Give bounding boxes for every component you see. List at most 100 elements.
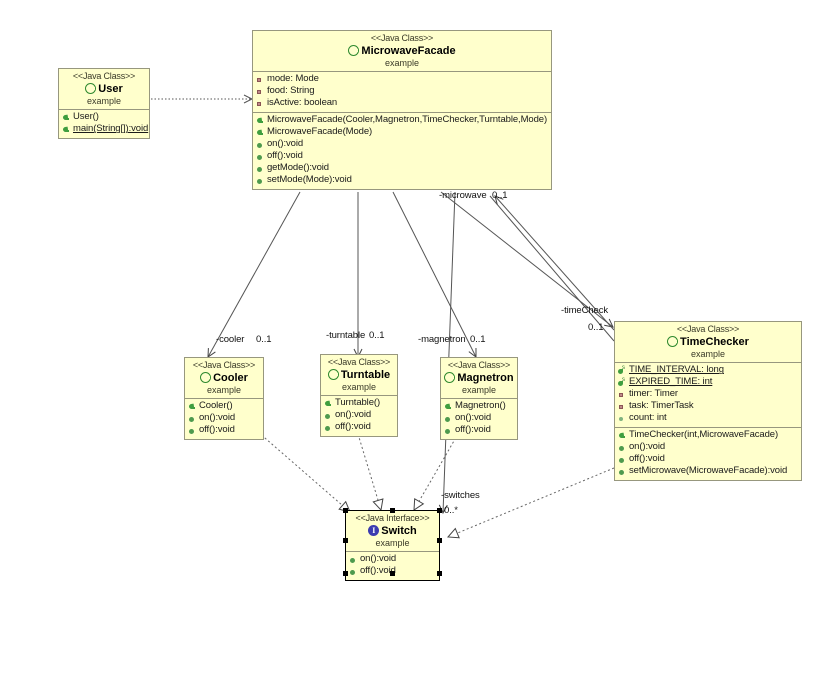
member-label: setMode(Mode):void bbox=[267, 174, 352, 186]
edge-label-timecheck-multiplicity: 0..1 bbox=[588, 322, 604, 333]
private-field-icon bbox=[256, 88, 264, 97]
edge-timechecker-realizes-switch bbox=[446, 467, 615, 539]
selection-handle-s[interactable] bbox=[390, 571, 395, 576]
user-methods: User() main(String[]):void bbox=[59, 110, 149, 138]
constructor-icon bbox=[62, 114, 70, 123]
cooler-methods: Cooler() on():void off():void bbox=[185, 399, 263, 439]
magnetron-package: example bbox=[461, 384, 497, 395]
member-row: setMode(Mode):void bbox=[255, 174, 550, 187]
member-label: off():void bbox=[199, 424, 235, 436]
cooler-header: <<Java Class>> Cooler example bbox=[185, 358, 263, 400]
member-row: task: TimerTask bbox=[617, 400, 800, 413]
java-class-icon bbox=[85, 83, 97, 95]
edge-turntable-realizes-switch bbox=[357, 433, 384, 512]
edge-timechecker-to-microwavefacade-2 bbox=[489, 195, 615, 342]
public-method-icon bbox=[349, 556, 357, 565]
member-row: isActive: boolean bbox=[255, 97, 550, 110]
edge-label-microwave-role: -microwave bbox=[439, 190, 487, 201]
cooler-stereotype: <<Java Class>> bbox=[192, 360, 256, 370]
turntable-class-name: Turntable bbox=[340, 368, 391, 381]
time-checker-class-name: TimeChecker bbox=[680, 335, 749, 348]
user-header: <<Java Class>> User example bbox=[59, 69, 149, 111]
selection-handle-ne[interactable] bbox=[437, 508, 442, 513]
public-method-icon bbox=[256, 165, 264, 174]
static-method-icon bbox=[62, 126, 70, 135]
member-row: on():void bbox=[348, 553, 438, 566]
turntable-stereotype: <<Java Class>> bbox=[327, 357, 391, 367]
public-method-icon bbox=[256, 177, 264, 186]
public-method-icon bbox=[618, 444, 626, 453]
member-label: MicrowaveFacade(Mode) bbox=[267, 126, 373, 138]
java-interface-icon bbox=[368, 525, 380, 537]
time-checker-header: <<Java Class>> TimeChecker example bbox=[615, 322, 801, 364]
magnetron-stereotype: <<Java Class>> bbox=[447, 360, 511, 370]
public-method-icon bbox=[188, 415, 196, 424]
edge-label-cooler-multiplicity: 0..1 bbox=[256, 334, 272, 345]
class-box-time-checker[interactable]: <<Java Class>> TimeChecker example TIME_… bbox=[614, 321, 802, 482]
turntable-package: example bbox=[341, 381, 377, 392]
switch-stereotype: <<Java Interface>> bbox=[355, 513, 430, 523]
member-label: EXPIRED_TIME: int bbox=[629, 376, 713, 388]
public-method-icon bbox=[618, 456, 626, 465]
private-field-icon bbox=[256, 100, 264, 109]
member-label: food: String bbox=[267, 85, 315, 97]
member-row: on():void bbox=[617, 441, 800, 454]
private-field-icon bbox=[618, 391, 626, 400]
member-row: getMode():void bbox=[255, 162, 550, 175]
turntable-methods: Turntable() on():void off():void bbox=[321, 396, 397, 436]
selection-handle-w[interactable] bbox=[343, 538, 348, 543]
member-row: MicrowaveFacade(Cooler,Magnetron,TimeChe… bbox=[255, 114, 550, 127]
member-row: setMicrowave(MicrowaveFacade):void bbox=[617, 465, 800, 478]
edge-cooler-realizes-switch bbox=[257, 431, 351, 513]
turntable-header: <<Java Class>> Turntable example bbox=[321, 355, 397, 397]
member-label: count: int bbox=[629, 412, 667, 424]
edge-microwavefacade-to-cooler bbox=[207, 191, 301, 358]
member-row: count: int bbox=[617, 412, 800, 425]
magnetron-header: <<Java Class>> Magnetron example bbox=[441, 358, 517, 400]
member-label: mode: Mode bbox=[267, 73, 319, 85]
time-checker-attributes: TIME_INTERVAL: long EXPIRED_TIME: int ti… bbox=[615, 363, 801, 429]
member-row: on():void bbox=[255, 138, 550, 151]
java-class-icon bbox=[327, 369, 339, 381]
class-box-switch[interactable]: <<Java Interface>> Switch example on():v… bbox=[345, 510, 440, 582]
class-box-user[interactable]: <<Java Class>> User example User() main(… bbox=[58, 68, 150, 140]
member-label: off():void bbox=[335, 421, 371, 433]
member-row: on():void bbox=[187, 412, 262, 425]
edge-label-cooler-role: -cooler bbox=[216, 334, 245, 345]
selection-handle-sw[interactable] bbox=[343, 571, 348, 576]
microwave-facade-attributes: mode: Mode food: String isActive: boolea… bbox=[253, 72, 551, 114]
selection-handle-nw[interactable] bbox=[343, 508, 348, 513]
class-box-turntable[interactable]: <<Java Class>> Turntable example Turntab… bbox=[320, 354, 398, 438]
public-method-icon bbox=[349, 568, 357, 577]
member-label: isActive: boolean bbox=[267, 97, 338, 109]
public-method-icon bbox=[324, 412, 332, 421]
microwave-facade-stereotype: <<Java Class>> bbox=[370, 33, 434, 43]
selection-handle-e[interactable] bbox=[437, 538, 442, 543]
private-field-icon bbox=[256, 76, 264, 85]
selection-handle-se[interactable] bbox=[437, 571, 442, 576]
selection-handle-n[interactable] bbox=[390, 508, 395, 513]
member-label: off():void bbox=[455, 424, 491, 436]
static-final-field-icon bbox=[618, 365, 626, 376]
class-box-microwave-facade[interactable]: <<Java Class>> MicrowaveFacade example m… bbox=[252, 30, 552, 191]
member-label: Turntable() bbox=[335, 397, 381, 409]
edge-label-switches-role: -switches bbox=[441, 490, 480, 501]
member-label: off():void bbox=[267, 150, 303, 162]
class-box-magnetron[interactable]: <<Java Class>> Magnetron example Magnetr… bbox=[440, 357, 518, 441]
edge-label-magnetron-multiplicity: 0..1 bbox=[470, 334, 486, 345]
time-checker-methods: TimeChecker(int,MicrowaveFacade) on():vo… bbox=[615, 428, 801, 480]
microwave-facade-header: <<Java Class>> MicrowaveFacade example bbox=[253, 31, 551, 73]
class-box-cooler[interactable]: <<Java Class>> Cooler example Cooler() o… bbox=[184, 357, 264, 441]
member-label: TimeChecker(int,MicrowaveFacade) bbox=[629, 429, 779, 441]
switch-methods: on():void off():void bbox=[346, 552, 439, 580]
member-label: on():void bbox=[455, 412, 492, 424]
java-class-icon bbox=[348, 45, 360, 57]
public-method-icon bbox=[256, 153, 264, 162]
member-row: on():void bbox=[443, 412, 516, 425]
constructor-icon bbox=[256, 129, 264, 138]
magnetron-methods: Magnetron() on():void off():void bbox=[441, 399, 517, 439]
member-label: main(String[]):void bbox=[73, 123, 149, 135]
public-method-icon bbox=[188, 427, 196, 436]
edge-label-switches-multiplicity: 0..* bbox=[444, 505, 458, 516]
